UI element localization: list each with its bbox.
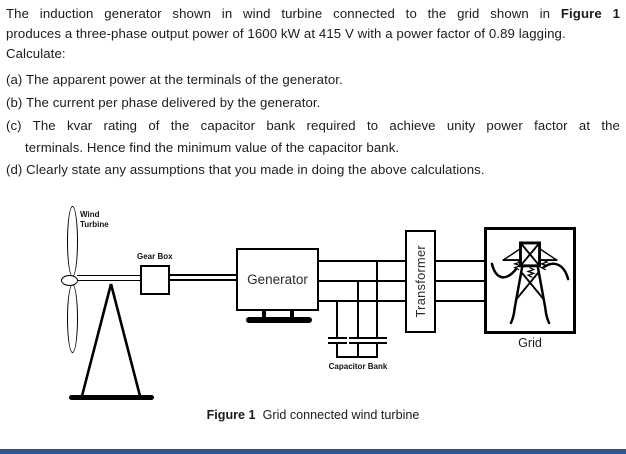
capacitor-bank-label: Capacitor Bank <box>328 362 388 371</box>
generator-box: Generator <box>236 248 319 311</box>
capacitor-plate <box>328 342 347 344</box>
capacitor-stem <box>357 344 359 357</box>
turbine-tower <box>80 283 142 397</box>
gear-box-label: Gear Box <box>137 252 173 261</box>
turbine-base <box>69 395 154 400</box>
bottom-border-bar <box>0 449 626 454</box>
figure-caption-text: Grid connected wind turbine <box>262 408 420 422</box>
capacitor-tap <box>357 281 359 337</box>
generator-shaft <box>169 274 237 281</box>
phase-line <box>436 300 486 302</box>
phase-line <box>436 260 486 262</box>
capacitor-tap <box>336 301 338 337</box>
grid-box <box>484 227 576 334</box>
problem-item-d: (d) Clearly state any assumptions that y… <box>6 162 485 177</box>
capacitor-plate <box>349 337 368 339</box>
phase-line <box>317 260 407 262</box>
capacitor-stem <box>336 344 338 357</box>
capacitor-plate <box>349 342 368 344</box>
transformer-box: Transformer <box>405 230 436 333</box>
gear-box <box>140 265 170 295</box>
transformer-label: Transformer <box>413 245 428 318</box>
problem-item-b: (b) The current per phase delivered by t… <box>6 95 321 110</box>
capacitor-tap <box>376 261 378 337</box>
problem-item-a: (a) The apparent power at the terminals … <box>6 72 343 87</box>
problem-item-c-line2: terminals. Hence find the minimum value … <box>25 140 400 155</box>
figure-caption: Figure 1 Grid connected wind turbine <box>0 408 626 422</box>
capacitor-stem <box>376 344 378 357</box>
phase-line <box>317 300 407 302</box>
capacitor-plate <box>328 337 347 339</box>
generator-stand-leg <box>262 311 266 319</box>
generator-label: Generator <box>247 272 308 287</box>
phase-line <box>317 280 407 282</box>
capacitor-plate <box>368 342 387 344</box>
problem-line-3: Calculate: <box>6 46 66 61</box>
figure-reference: Figure 1 <box>560 6 620 21</box>
generator-stand-base <box>246 317 312 323</box>
problem-line-1-text: The induction generator shown in wind tu… <box>6 6 551 21</box>
figure-caption-label: Figure 1 <box>206 408 256 422</box>
turbine-blade-top <box>67 206 78 277</box>
grid-label: Grid <box>518 336 542 350</box>
wind-turbine-label: Wind Turbine <box>80 210 109 229</box>
transmission-tower-icon <box>490 240 570 324</box>
turbine-hub <box>61 275 78 286</box>
capacitor-plate <box>368 337 387 339</box>
problem-line-2: produces a three-phase output power of 1… <box>6 26 566 41</box>
generator-stand-leg <box>290 311 294 319</box>
capacitor-bus <box>336 356 378 358</box>
turbine-shaft <box>77 275 141 281</box>
problem-item-c-line1: (c) The kvar rating of the capacitor ban… <box>6 118 620 133</box>
problem-line-1: The induction generator shown in wind tu… <box>6 6 620 21</box>
phase-line <box>436 280 486 282</box>
